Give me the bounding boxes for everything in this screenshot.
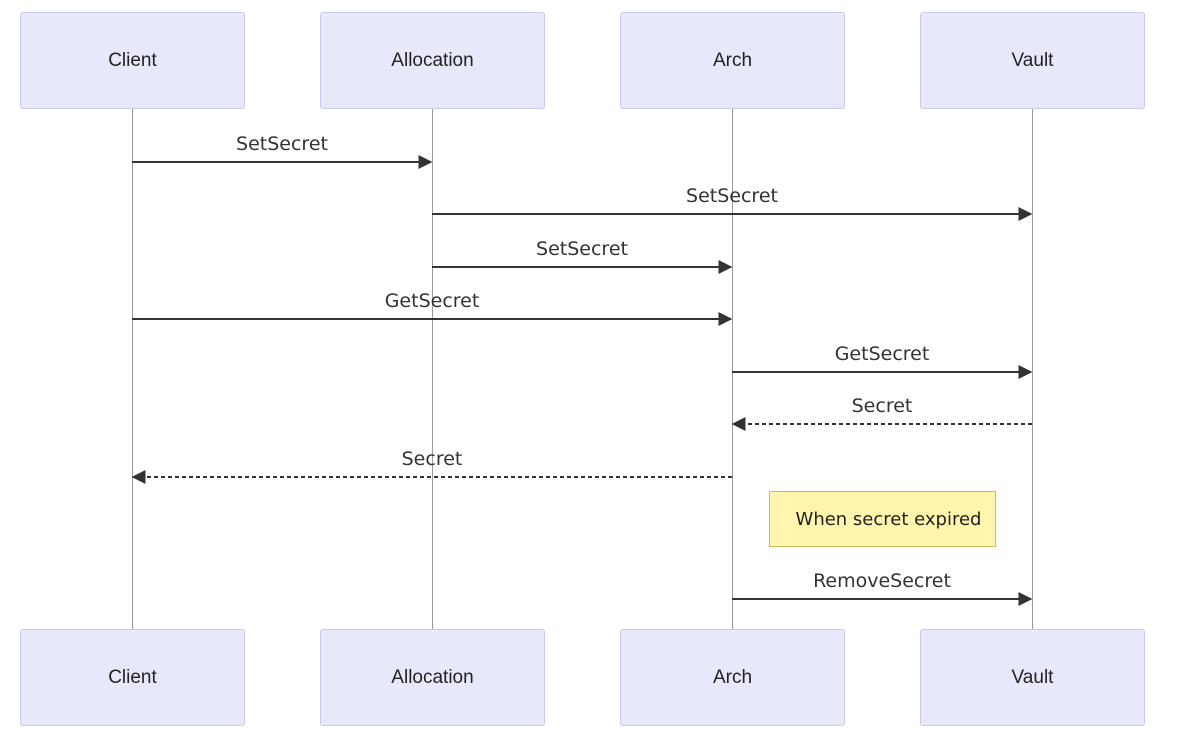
lifeline-allocation [432,109,433,629]
actor-top-client: Client [20,12,245,109]
actor-top-vault: Vault [920,12,1145,109]
actor-label: Client [108,49,157,71]
message-label: RemoveSecret [813,570,951,592]
note-text: When secret expired [795,508,982,530]
actor-label: Allocation [391,49,474,71]
actor-bottom-allocation: Allocation [320,629,545,726]
actor-label: Vault [1011,49,1054,71]
actor-label: Vault [1011,666,1054,688]
message-label: Secret [852,395,913,417]
actor-bottom-vault: Vault [920,629,1145,726]
actor-label: Client [108,666,157,688]
message-label: SetSecret [536,238,628,260]
actor-top-arch: Arch [620,12,845,109]
message-label: GetSecret [835,343,930,365]
actor-label: Arch [712,666,753,688]
lifeline-vault [1032,109,1033,629]
actor-label: Arch [712,49,753,71]
message-label: SetSecret [686,185,778,207]
message-label: GetSecret [385,290,480,312]
message-label: SetSecret [236,133,328,155]
actor-bottom-client: Client [20,629,245,726]
actor-top-allocation: Allocation [320,12,545,109]
note-box: When secret expired [769,491,996,547]
message-label: Secret [402,448,463,470]
actor-label: Allocation [391,666,474,688]
actor-bottom-arch: Arch [620,629,845,726]
lifeline-client [132,109,133,629]
lifeline-arch [732,109,733,629]
